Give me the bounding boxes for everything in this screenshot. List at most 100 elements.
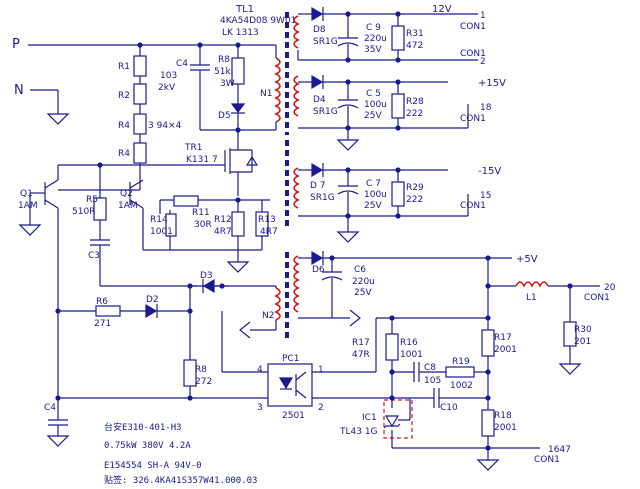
tl1-part1: 4KA54D08 9W01 — [220, 16, 296, 26]
footer-line1: 台安E310-401-H3 — [104, 421, 182, 433]
secondary-winding-5v — [293, 255, 300, 313]
r18-resistor — [481, 409, 495, 437]
con18-pin: 18 — [480, 103, 492, 113]
r4-value: 3 94×4 — [148, 121, 182, 131]
pc1-pin4: 4 — [257, 365, 263, 375]
c5-value1: 100u — [364, 100, 387, 110]
r31-label: R31 — [406, 29, 424, 39]
r6-label: R6 — [96, 297, 108, 307]
r30-ground-icon — [558, 363, 582, 375]
n1-label: N1 — [260, 89, 272, 99]
r29-label: R29 — [406, 183, 424, 193]
r12-label: R12 — [214, 215, 232, 225]
r8-value1: 51k — [214, 67, 231, 77]
c9-value2: 35V — [364, 45, 382, 55]
tl1-part2: LK 1313 — [222, 28, 259, 38]
r28-label: R28 — [406, 97, 424, 107]
r19-label: R19 — [452, 357, 470, 367]
r8b-label: R8 — [195, 365, 207, 375]
d4-label: D4 — [313, 95, 326, 105]
c4b-label: C4 — [44, 403, 56, 413]
tr1-body-diode-icon — [245, 155, 259, 166]
c10-label: C10 — [440, 403, 458, 413]
c4-label: C4 — [176, 59, 188, 69]
r18-label: R18 — [494, 411, 512, 421]
r1-label: R1 — [118, 62, 130, 72]
c3-label: C3 — [88, 251, 100, 261]
d4-value: SR1G — [313, 107, 338, 117]
r31-value: 472 — [406, 41, 423, 51]
d2-diode-icon — [145, 303, 158, 319]
d5-diode-icon — [230, 103, 246, 113]
ic1-shunt-regulator-icon — [384, 415, 400, 428]
c8-label: C8 — [424, 363, 436, 373]
n2-label: N2 — [262, 311, 274, 321]
d7-label: D 7 — [310, 181, 326, 191]
r4-resistor — [133, 113, 147, 135]
d8-diode-icon — [311, 6, 324, 22]
con1-pin1: 1 — [480, 11, 486, 21]
r19-value: 1002 — [450, 381, 473, 391]
pc1-pin2: 2 — [318, 403, 324, 413]
sm15-ground-icon — [336, 231, 360, 243]
c5-plate2 — [337, 104, 359, 109]
d2-label: D2 — [146, 295, 159, 305]
con15-pin: 15 — [480, 191, 491, 201]
r30-label: R30 — [574, 325, 592, 335]
d8-value: SR1G — [313, 37, 338, 47]
r14-value: 1001 — [150, 227, 173, 237]
c7-label: C 7 — [366, 179, 381, 189]
footer-line3: E154554 SH-A 94V-0 — [104, 461, 202, 471]
c7-plate2 — [337, 190, 359, 195]
primary-winding-n1 — [274, 57, 281, 123]
d3-label: D3 — [200, 271, 213, 281]
shunt-ground-icon — [226, 261, 250, 273]
r16-label: R16 — [400, 338, 418, 348]
input-p-label: P — [12, 37, 20, 52]
q2-label: Q2 — [120, 189, 133, 199]
r4-label: R4 — [118, 121, 130, 131]
r8-value2: 3W — [220, 79, 235, 89]
con18-label: CON1 — [460, 114, 486, 124]
d5-label: D5 — [218, 111, 231, 121]
con20-pin: 20 — [604, 283, 616, 293]
ic1-cathode-bar — [383, 423, 401, 429]
footer-line2: 0.75kW 380V 4.2A — [104, 441, 191, 451]
pc1-transistor-c — [295, 371, 307, 381]
footer-line4: 贴签: 326.4KA41S357W41.000.03 — [104, 474, 257, 486]
r19-resistor — [445, 366, 475, 378]
v5-label: +5V — [516, 254, 538, 265]
v15-label: +15V — [478, 78, 506, 89]
c6-value2: 25V — [354, 288, 372, 298]
r29-value: 222 — [406, 195, 423, 205]
r31-resistor — [391, 25, 405, 51]
input-n-label: N — [14, 83, 24, 98]
r4b-label: R4 — [118, 149, 130, 159]
d7-diode-icon — [311, 162, 324, 178]
r6-resistor — [95, 305, 121, 317]
c9-label: C 9 — [366, 23, 381, 33]
pc1-transistor-e — [295, 389, 307, 399]
c4-value1: 103 — [160, 71, 177, 81]
r16-value: 1001 — [400, 350, 423, 360]
q2-c-lead — [129, 179, 144, 189]
r8b-value: 272 — [195, 377, 212, 387]
r18-ground-icon — [476, 459, 500, 471]
c5-label: C 5 — [366, 89, 381, 99]
pc1-pin3: 3 — [257, 403, 263, 413]
q1-ground-icon — [18, 224, 42, 236]
tr1-label: TR1 — [184, 143, 202, 153]
pc1-photocoupler — [267, 363, 313, 407]
v12-label: 12V — [432, 4, 452, 15]
secondary-winding-12v — [293, 15, 300, 49]
pc1-pin1: 1 — [318, 365, 324, 375]
r1-resistor — [133, 55, 147, 77]
r17-label: R17 — [352, 338, 370, 348]
r13-label: R13 — [258, 215, 276, 225]
r2-resistor — [133, 83, 147, 105]
secondary-winding-m15v — [293, 167, 300, 209]
aux-winding-n2 — [274, 287, 281, 321]
con15-label: CON1 — [460, 201, 486, 211]
c6-plate2 — [321, 276, 343, 281]
